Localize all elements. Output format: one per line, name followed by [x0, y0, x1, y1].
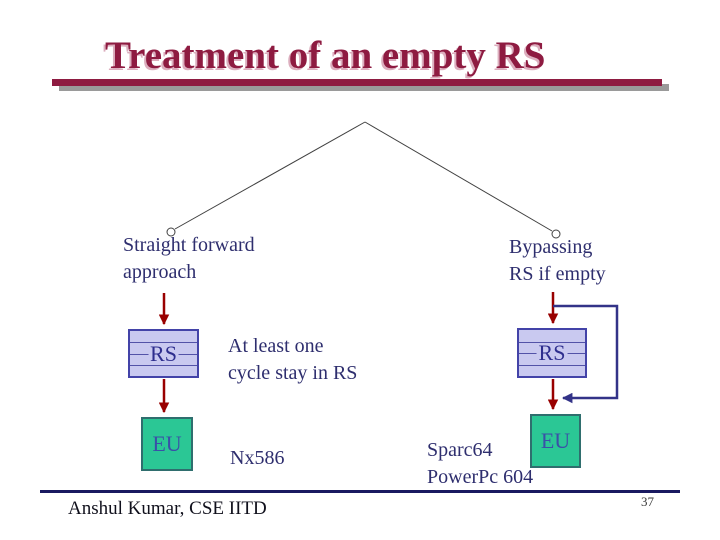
- rs-slot-line: [130, 364, 197, 366]
- rs-box-left: RS: [128, 329, 199, 378]
- footer-author: Anshul Kumar, CSE IITD: [68, 498, 267, 519]
- example-nx586: Nx586: [230, 445, 284, 472]
- rs-label-left: RS: [148, 340, 179, 366]
- branch-label-right-line2: RS if empty: [509, 263, 606, 285]
- example-sparc64: Sparc64: [427, 439, 493, 461]
- branch-line-right: [364, 121, 553, 232]
- rs-slot-line: [130, 342, 197, 344]
- branch-line-left: [174, 121, 366, 230]
- rs-label-right: RS: [536, 340, 568, 365]
- eu-box-left: EU: [141, 417, 193, 471]
- note-cycle-stay: At least one cycle stay in RS: [228, 333, 357, 387]
- page-number: 37: [641, 494, 654, 509]
- footer-divider: [40, 490, 680, 493]
- example-processors: Sparc64 PowerPc 604: [427, 437, 533, 491]
- rs-slot-line: [519, 341, 585, 343]
- eu-box-right: EU: [530, 414, 581, 468]
- branch-label-bypassing: Bypassing RS if empty: [509, 234, 606, 288]
- branch-label-right-line1: Bypassing: [509, 236, 593, 258]
- title-underline: [52, 79, 662, 86]
- note-line2: cycle stay in RS: [228, 362, 358, 384]
- branch-label-left-line2: approach: [123, 261, 197, 283]
- note-line1: At least one: [228, 335, 324, 357]
- rs-box-right: RS: [517, 328, 587, 378]
- example-nx586-text: Nx586: [230, 447, 285, 469]
- eu-label-right: EU: [540, 428, 571, 453]
- page-title: Treatment of an empty RS: [105, 34, 546, 77]
- eu-label-left: EU: [152, 431, 182, 456]
- branch-label-left-line1: Straight forward: [123, 234, 255, 256]
- example-powerpc604: PowerPc 604: [427, 466, 534, 488]
- rs-slot-line: [519, 364, 585, 366]
- branch-label-straight-forward: Straight forward approach: [123, 232, 255, 286]
